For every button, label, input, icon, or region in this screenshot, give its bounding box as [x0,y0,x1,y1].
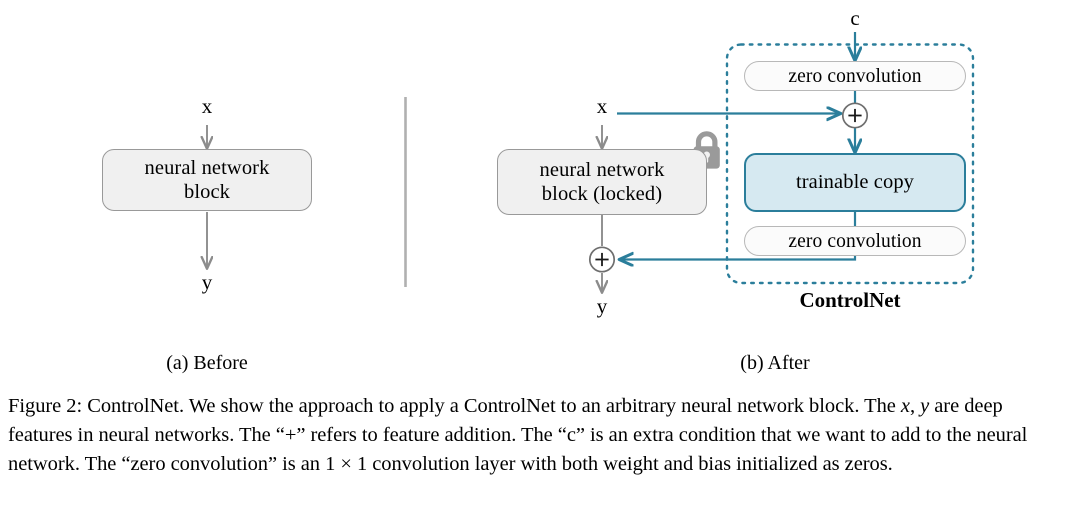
panel-b-output-label: y [596,294,608,318]
panel-b-neural-network-block-locked: neural network block (locked) [497,149,707,215]
plus-node-bottom [588,246,616,273]
caption-s1: We show the approach to apply a ControlN… [184,395,901,417]
arrow-b-zeroconv-bottom-to-plus-bottom [620,256,857,260]
panel-b-block-line2: block (locked) [541,183,663,205]
panel-b-zero-convolution-top-label: zero convolution [788,65,922,87]
caption-var-x: x [900,395,910,417]
panel-b-zero-convolution-bottom: zero convolution [744,226,966,256]
panel-a-block-text: neural network block [145,156,270,204]
panel-a-neural-network-block: neural network block [102,149,312,211]
panel-a-output-label: y [201,270,213,294]
caption-prefix: Figure 2: ControlNet. [8,395,185,417]
panel-b-zero-convolution-top: zero convolution [744,61,966,91]
caption-var-y: y [920,395,930,417]
panel-b-trainable-copy: trainable copy [744,153,966,212]
figure-caption: Figure 2: ControlNet. We show the approa… [8,392,1070,479]
panel-b-zero-convolution-bottom-label: zero convolution [788,230,922,252]
controlnet-group-label: ControlNet [799,288,901,312]
panel-b-block-line1: neural network [539,158,665,181]
panel-b-input-label: x [596,94,608,118]
caption-s4: convolution layer with both weight and b… [367,453,893,476]
controlnet-group-border [725,43,975,285]
plus-node-top [841,102,869,129]
panel-a-block-line2: block [183,181,231,203]
caption-var-1x1: 1 × 1 [325,453,368,476]
panel-a-input-label: x [201,94,213,118]
panel-b-trainable-copy-label: trainable copy [795,171,915,194]
panel-a-block-line1: neural network [144,156,270,179]
diagram-area: x neural network block y (a) Before c ze… [102,6,975,374]
caption-s3: are deep features in neural networks. Th… [8,395,1028,476]
panel-b-block-text: neural network block (locked) [540,158,665,206]
panel-b-condition-label: c [850,6,860,30]
panel-a-subcaption: (a) Before [166,352,248,374]
panel-b-subcaption: (b) After [740,352,810,374]
caption-s2: , [909,395,921,417]
